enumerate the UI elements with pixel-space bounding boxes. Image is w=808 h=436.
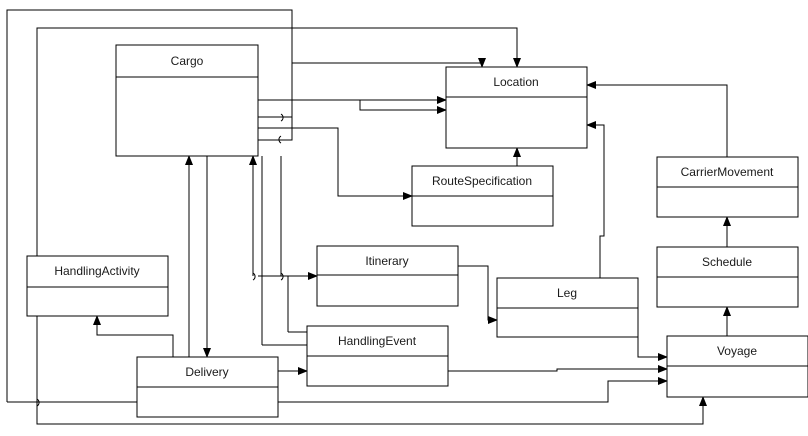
line-hop-d (280, 272, 284, 281)
class-box-handling-event[interactable]: HandlingEvent (306, 325, 449, 387)
edge-outer-left-rail (6, 9, 293, 402)
class-name-schedule: Schedule (702, 255, 752, 269)
class-box-cargo-rect[interactable] (115, 44, 259, 157)
line-hop-e (36, 398, 40, 407)
class-box-delivery[interactable]: Delivery (136, 356, 279, 418)
edge-carriermovement-location (586, 81, 728, 157)
class-box-voyage[interactable]: Voyage (666, 335, 808, 398)
class-name-itinerary: Itinerary (365, 254, 408, 268)
edge-cargo-location-c (258, 99, 447, 114)
class-box-location-rect[interactable] (445, 66, 588, 149)
class-box-schedule[interactable]: Schedule (656, 246, 799, 308)
line-hop-b (278, 135, 282, 144)
edge-handlingactivity-voyage (36, 316, 707, 425)
edge-cargo-location-b (258, 96, 447, 141)
class-name-leg: Leg (557, 286, 577, 300)
class-box-handling-activity-rect[interactable] (26, 255, 169, 317)
class-box-location[interactable]: Location (445, 66, 588, 149)
edge-delivery-voyage (278, 377, 668, 403)
class-box-itinerary[interactable]: Itinerary (316, 245, 459, 307)
class-box-route-specification[interactable]: RouteSpecification (411, 165, 554, 227)
class-name-handling-event: HandlingEvent (338, 334, 417, 348)
class-name-location: Location (493, 75, 538, 89)
class-name-handling-activity: HandlingActivity (54, 264, 139, 278)
edge-itinerary-leg (458, 265, 498, 324)
class-box-itinerary-rect[interactable] (316, 245, 459, 307)
connector-layer (6, 9, 731, 425)
class-box-carrier-movement[interactable]: CarrierMovement (656, 156, 799, 218)
class-box-leg[interactable]: Leg (496, 277, 639, 338)
line-hop-a (280, 113, 284, 122)
edge-delivery-handlingactivity (93, 315, 174, 357)
line-hop-c (252, 272, 256, 281)
class-box-handling-activity[interactable]: HandlingActivity (26, 255, 169, 317)
edge-cargo-routespec (258, 127, 413, 200)
class-box-cargo[interactable]: Cargo (115, 44, 259, 157)
edge-leg-location (586, 121, 605, 278)
edge-handlingevent-voyage (448, 365, 668, 373)
class-name-carrier-movement: CarrierMovement (681, 165, 774, 179)
edge-handlingactivity-location (36, 27, 521, 256)
class-name-voyage: Voyage (717, 344, 757, 358)
class-name-delivery: Delivery (185, 365, 228, 379)
class-name-cargo: Cargo (171, 54, 204, 68)
edge-leg-voyage (637, 337, 668, 361)
class-name-route-specification: RouteSpecification (432, 174, 532, 188)
